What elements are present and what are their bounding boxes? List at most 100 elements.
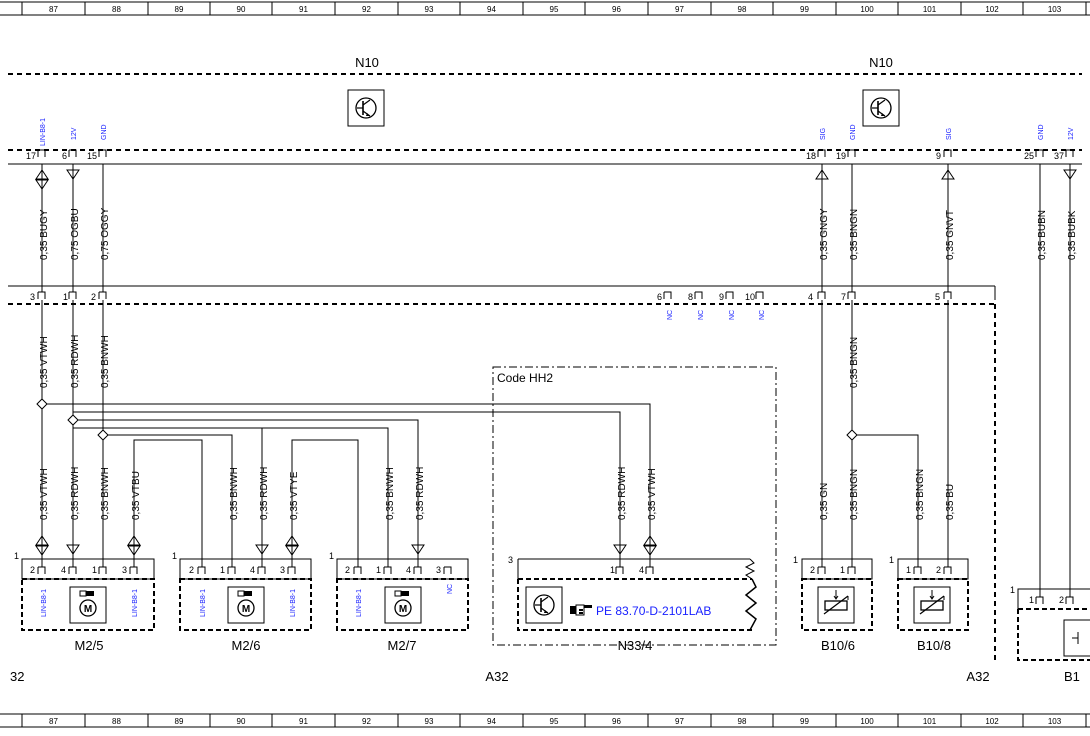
motor-icon: M — [69, 586, 107, 624]
wire-label: 0,35 BNGN — [915, 469, 926, 520]
corner-pin: 1 — [329, 551, 334, 561]
b10-8-label: B10/8 — [917, 638, 951, 653]
pin-number: 2 — [810, 565, 815, 575]
wire-label: 0,35 BNWH — [100, 467, 111, 520]
n10-control-unit — [8, 73, 1082, 165]
wire-labels-lower: 0,35 VTWH 0,35 RDWH 0,35 BNWH 0,35 VTBU … — [39, 467, 956, 520]
nc-label: NC — [729, 310, 736, 320]
signal-label: SIG — [820, 128, 827, 140]
wire-label: 0,35 BNWH — [100, 335, 111, 388]
pin-terminal — [197, 566, 206, 574]
ruler-number: 96 — [612, 717, 621, 726]
ruler-number: 94 — [487, 5, 496, 14]
ruler-number: 93 — [425, 717, 434, 726]
ruler-number: 97 — [675, 5, 684, 14]
b1x-box — [1017, 588, 1090, 661]
ruler-number: 102 — [985, 717, 999, 726]
ruler-number: 93 — [425, 5, 434, 14]
reference-link[interactable]: PE 83.70-D-2101LAB — [596, 604, 711, 618]
pin-number: 1 — [92, 565, 97, 575]
wire-label: 0,35 VTWH — [39, 336, 50, 388]
b10-6-box — [801, 558, 873, 631]
pin-terminal — [847, 566, 856, 574]
pin-number: 4 — [639, 565, 644, 575]
ruler-number: 91 — [299, 717, 308, 726]
connector-marks — [35, 149, 1077, 604]
ruler-number: 92 — [362, 717, 371, 726]
pin-terminal — [645, 566, 654, 574]
wire-label: 0,35 VTWH — [39, 468, 50, 520]
transistor-icon — [525, 586, 563, 624]
pin-terminal — [847, 149, 856, 157]
pin-number: 4 — [406, 565, 411, 575]
pin-terminal — [257, 566, 266, 574]
wire-label: 0,35 RDWH — [70, 467, 81, 520]
wire-label: 0,35 GNVT — [945, 210, 956, 260]
transistor-icon — [862, 89, 900, 127]
wire-labels-mid: 0,35 VTWH 0,35 RDWH 0,35 BNWH 0,35 BNGN — [39, 335, 860, 388]
signal-label: GND — [101, 124, 108, 140]
wire-label: 0,35 RDWH — [415, 467, 426, 520]
code-hh2-box — [492, 366, 777, 646]
splice-points — [36, 398, 858, 441]
a32-pins: 3 1 2 6 8 9 10 4 7 5 NC NC NC NC — [30, 292, 940, 320]
pin-terminal — [663, 291, 672, 299]
pin-number: 9 — [936, 151, 941, 161]
ruler-number: 96 — [612, 5, 621, 14]
wire-label: 0,35 RDWH — [259, 467, 270, 520]
wire-label: 0,35 VTWH — [647, 468, 658, 520]
wire-label: 0,35 GN — [819, 483, 830, 520]
pin-number: 15 — [87, 151, 97, 161]
pin-number: 2 — [30, 565, 35, 575]
wire-label: 0,75 OGBU — [70, 208, 81, 260]
motor-icon: M — [227, 586, 265, 624]
signal-label: SIG — [946, 128, 953, 140]
pin-terminal — [817, 291, 826, 299]
signal-label: LIN-B8-1 — [41, 589, 48, 617]
pin-terminal — [1065, 149, 1074, 157]
pin-number: 17 — [26, 151, 36, 161]
ruler-number: 98 — [738, 5, 747, 14]
ruler-number: 95 — [550, 5, 559, 14]
pin-number: 6 — [657, 292, 662, 302]
b10-6-label: B10/6 — [821, 638, 855, 653]
pin-number: 1 — [220, 565, 225, 575]
sensor-icon — [1063, 619, 1090, 657]
corner-pin: 3 — [508, 555, 513, 565]
temperature-sensor-icon — [817, 586, 855, 624]
m2-7-label: M2/7 — [388, 638, 417, 653]
pin-terminal — [383, 566, 392, 574]
pin-number: 5 — [935, 292, 940, 302]
wire-label: 0,35 BNWH — [385, 467, 396, 520]
n10-connector: 17 LIN-B8-1 6 12V 15 GND 18 SIG 19 GND 9… — [26, 118, 1075, 161]
wire-label: 0,35 BUGY — [39, 209, 50, 260]
pin-terminal — [755, 291, 764, 299]
signal-label: LIN-B8-1 — [132, 589, 139, 617]
pin-number: 37 — [1054, 151, 1064, 161]
ruler-number: 101 — [923, 5, 937, 14]
m2-6-label: M2/6 — [232, 638, 261, 653]
motor-icon: M — [384, 586, 422, 624]
wire-label: 0,35 VTYE — [289, 471, 300, 520]
pin-terminal — [37, 291, 46, 299]
pin-number: 3 — [122, 565, 127, 575]
ruler-number: 100 — [860, 5, 874, 14]
signal-label: LIN-B8-1 — [356, 589, 363, 617]
pin-terminal — [817, 566, 826, 574]
pin-terminal — [615, 566, 624, 574]
ruler-number: 91 — [299, 5, 308, 14]
ruler-number: 88 — [112, 5, 121, 14]
corner-pin: 1 — [889, 555, 894, 565]
ruler-number: 99 — [800, 717, 809, 726]
ruler-number: 89 — [175, 717, 184, 726]
pin-terminal — [1035, 596, 1044, 604]
signal-label: 12V — [1068, 127, 1075, 140]
pin-terminal — [68, 566, 77, 574]
ruler-number: 98 — [738, 717, 747, 726]
pin-terminal — [943, 149, 952, 157]
nc-label: NC — [447, 584, 454, 594]
wire-label: 0,35 BNGN — [849, 337, 860, 388]
motor-symbol: M — [242, 604, 250, 615]
